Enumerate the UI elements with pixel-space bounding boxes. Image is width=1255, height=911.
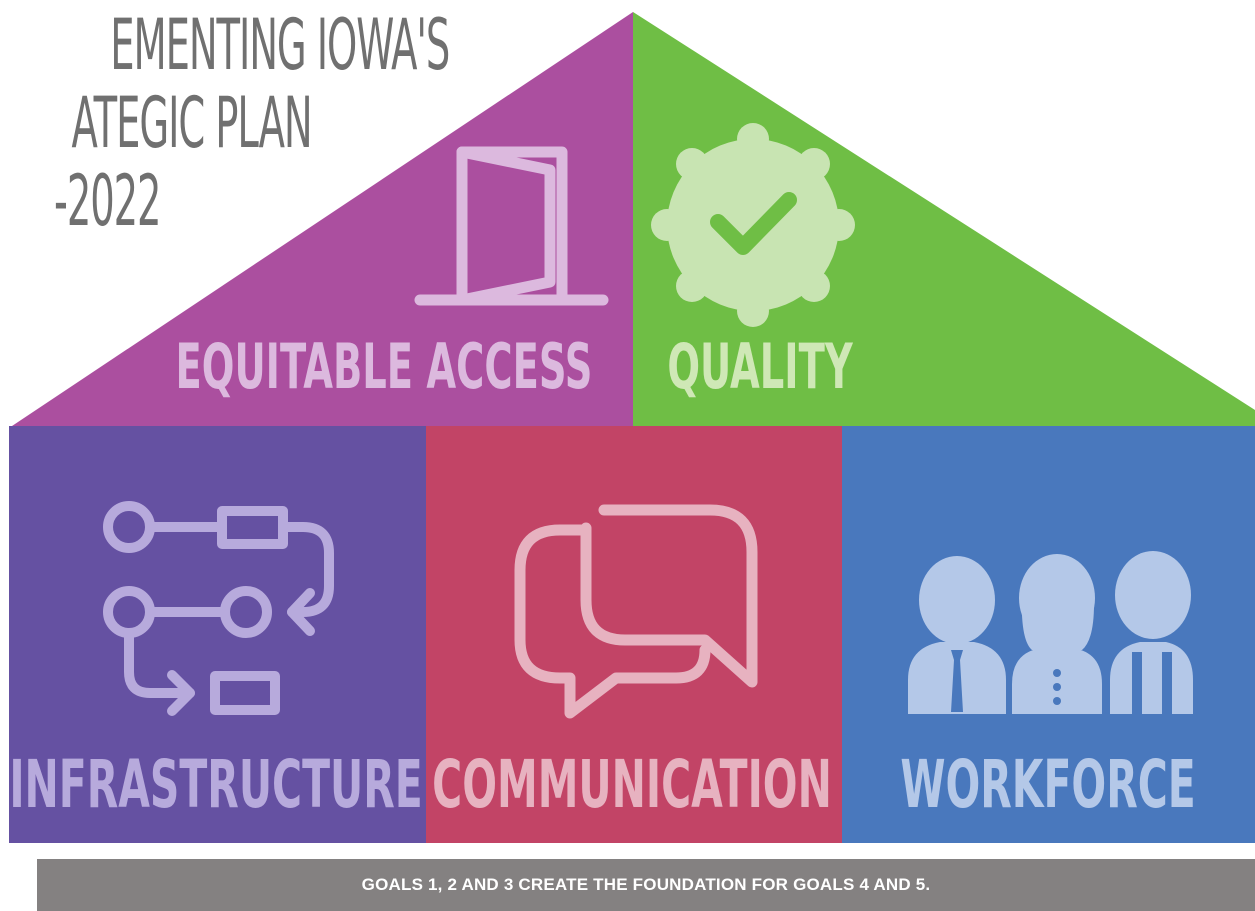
quality-label: QUALITY [667, 330, 853, 403]
footer-text: GOALS 1, 2 AND 3 CREATE THE FOUNDATION F… [361, 875, 931, 894]
badge-check-icon [651, 123, 855, 327]
footer-bar: GOALS 1, 2 AND 3 CREATE THE FOUNDATION F… [37, 859, 1255, 911]
workforce-label: WORKFORCE [900, 746, 1196, 823]
equitable-access-label: EQUITABLE ACCESS [175, 330, 593, 403]
pillar-infrastructure-panel [9, 426, 426, 843]
title-line-3: -2022 [53, 160, 161, 242]
people-group-icon [908, 551, 1193, 714]
communication-label: COMMUNICATION [432, 746, 832, 823]
roof-right-panel [633, 12, 1255, 426]
roof-left-panel [12, 12, 633, 426]
title-line-1: EMENTING IOWA'S [110, 4, 450, 86]
door-open-icon [414, 146, 609, 306]
process-flow-icon [103, 501, 334, 716]
chat-bubbles-icon [514, 504, 758, 719]
people-group-details [951, 650, 1172, 714]
infrastructure-label: INFRASTRUCTURE [9, 746, 423, 823]
title-line-2: ATEGIC PLAN [71, 82, 313, 164]
